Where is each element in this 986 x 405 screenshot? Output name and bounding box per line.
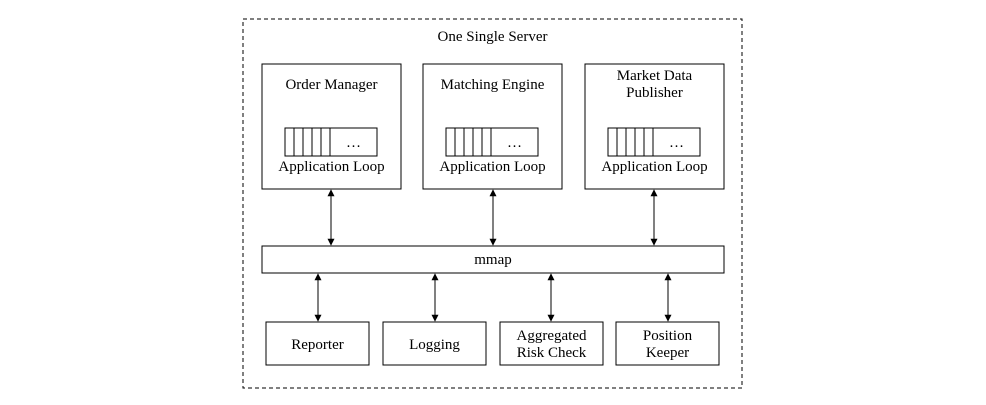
position-keeper-label: Position Keeper [642,328,693,361]
market-data-publisher-title: Market Data Publisher [616,68,693,101]
aggregated-risk-check-box [499,321,604,366]
market-data-publisher-box [584,63,725,190]
matching-engine-loop-label: Application Loop [439,159,546,175]
market-data-publisher-loop-label: Application Loop [601,159,708,175]
market-data-publisher-queue-ellipsis: … [669,135,684,151]
order-manager-box [261,63,402,190]
order-manager-title: Order Manager [285,77,378,93]
mmap-bus [261,245,725,274]
logging-label: Logging [409,337,460,353]
matching-engine-title: Matching Engine [440,77,545,93]
matching-engine-queue [445,127,539,157]
matching-engine-queue-ellipsis: … [507,135,522,151]
matching-engine-box [422,63,563,190]
order-manager-queue [284,127,378,157]
position-keeper-box [615,321,720,366]
market-data-publisher-queue [607,127,701,157]
mmap-label: mmap [474,252,512,268]
logging-box [382,321,487,366]
reporter-box [265,321,370,366]
aggregated-risk-check-label: Aggregated Risk Check [516,328,587,361]
reporter-label: Reporter [291,337,344,353]
order-manager-queue-ellipsis: … [346,135,361,151]
order-manager-loop-label: Application Loop [278,159,385,175]
server-title: One Single Server [437,29,548,45]
